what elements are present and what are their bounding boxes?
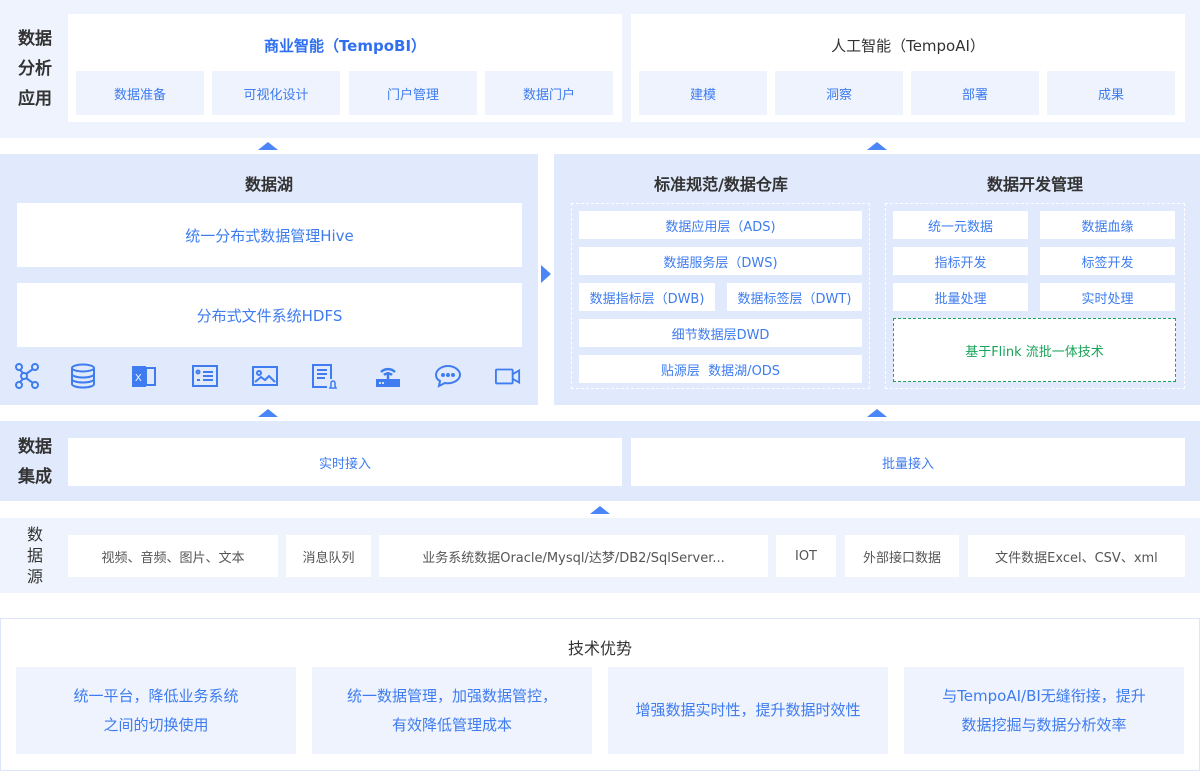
graph-icon	[15, 363, 39, 389]
devmgmt-dashed-group	[885, 203, 1185, 389]
advantage-item: 统一平台，降低业务系统之间的切换使用	[16, 667, 296, 754]
devmgmt-item[interactable]: 标签开发	[1040, 247, 1175, 275]
bi-item[interactable]: 门户管理	[349, 71, 477, 115]
devmgmt-item[interactable]: 批量处理	[893, 283, 1028, 311]
label-line: 集成	[18, 467, 52, 487]
ai-item[interactable]: 部署	[911, 71, 1039, 115]
hive-box[interactable]: 统一分布式数据管理Hive	[17, 203, 522, 267]
advantage-item: 与TempoAI/BI无缝衔接，提升数据挖掘与数据分析效率	[904, 667, 1184, 754]
flink-box[interactable]: 基于Flink 流批一体技术	[893, 318, 1176, 382]
advantage-line: 统一数据管理，加强数据管控，	[346, 686, 557, 705]
image-icon	[252, 366, 278, 386]
dws-layer[interactable]: 数据服务层（DWS)	[579, 247, 862, 275]
label-line: 源	[26, 567, 43, 586]
advantage-item: 统一数据管理，加强数据管控， 有效降低管理成本	[312, 667, 592, 754]
label-line: 数据	[18, 437, 52, 457]
bi-item[interactable]: 可视化设计	[212, 71, 340, 115]
advantage-line: 增强数据实时性，提升数据时效性	[635, 701, 861, 719]
realtime-ingest[interactable]: 实时接入	[68, 438, 622, 486]
source-item[interactable]: 文件数据Excel、CSV、xml	[968, 535, 1185, 577]
bi-item[interactable]: 数据门户	[485, 71, 613, 115]
arrow-right-icon	[541, 265, 551, 283]
router-icon	[376, 367, 400, 387]
devmgmt-item[interactable]: 统一元数据	[893, 211, 1028, 239]
data-lake-title: 数据湖	[244, 175, 293, 194]
source-item[interactable]: 业务系统数据Oracle/Mysql/达梦/DB2/SqlServer...	[379, 535, 768, 577]
dwb-layer[interactable]: 数据指标层（DWB)	[579, 283, 715, 311]
video-icon	[495, 368, 521, 385]
hdfs-box[interactable]: 分布式文件系统HDFS	[17, 283, 522, 347]
ads-layer[interactable]: 数据应用层（ADS)	[579, 211, 862, 239]
bi-item[interactable]: 数据准备	[76, 71, 204, 115]
ai-title: 人工智能（TempoAI）	[831, 37, 985, 55]
sources-label: 数 据 源	[12, 524, 58, 587]
integration-label: 数据 集成	[12, 432, 58, 492]
application-label: 数据 分析 应用	[12, 24, 58, 114]
chat-icon	[435, 364, 461, 388]
source-item[interactable]: 消息队列	[286, 535, 371, 577]
advantages-title: 技术优势	[567, 639, 632, 658]
label-line: 分析	[18, 59, 52, 79]
arrow-up-icon	[867, 142, 887, 150]
excel-icon: X	[132, 366, 156, 387]
arrow-up-icon	[258, 142, 278, 150]
ai-item[interactable]: 洞察	[775, 71, 903, 115]
advantage-line: 之间的切换使用	[103, 715, 209, 734]
label-line: 应用	[18, 89, 52, 109]
source-item[interactable]: 视频、音频、图片、文本	[68, 535, 278, 577]
advantage-line: 统一平台，降低业务系统	[73, 686, 239, 705]
data-lake-panel	[0, 154, 538, 405]
bi-title: 商业智能（TempoBI）	[263, 37, 427, 55]
arrow-up-icon	[867, 409, 887, 417]
dwd-layer[interactable]: 细节数据层DWD	[579, 319, 862, 347]
ods-layer[interactable]: 贴源层 数据湖/ODS	[579, 355, 862, 383]
devmgmt-title: 数据开发管理	[986, 175, 1083, 194]
batch-ingest[interactable]: 批量接入	[631, 438, 1185, 486]
form-icon	[192, 365, 218, 387]
dwt-layer[interactable]: 数据标签层（DWT)	[727, 283, 862, 311]
source-item[interactable]: IOT	[776, 535, 836, 577]
advantage-item: 增强数据实时性，提升数据时效性	[608, 667, 888, 754]
source-item[interactable]: 外部接口数据	[845, 535, 959, 577]
database-icon	[71, 363, 95, 389]
arrow-up-icon	[258, 409, 278, 417]
warehouse-dashed-group	[571, 203, 870, 389]
devmgmt-item[interactable]: 指标开发	[893, 247, 1028, 275]
advantage-line: 有效降低管理成本	[391, 715, 512, 734]
ai-item[interactable]: 成果	[1047, 71, 1175, 115]
label-line: 数	[26, 525, 43, 544]
label-line: 据	[26, 546, 43, 565]
warehouse-title: 标准规范/数据仓库	[654, 175, 788, 194]
label-line: 数据	[18, 29, 52, 49]
advantage-line: 数据挖掘与数据分析效率	[961, 715, 1127, 734]
arrow-up-icon	[590, 506, 610, 514]
svg-text:X: X	[135, 373, 142, 384]
devmgmt-item[interactable]: 数据血缘	[1040, 211, 1175, 239]
ai-item[interactable]: 建模	[639, 71, 767, 115]
advantage-line: 与TempoAI/BI无缝衔接，提升	[942, 686, 1146, 705]
devmgmt-item[interactable]: 实时处理	[1040, 283, 1175, 311]
document-bell-icon	[312, 364, 338, 389]
